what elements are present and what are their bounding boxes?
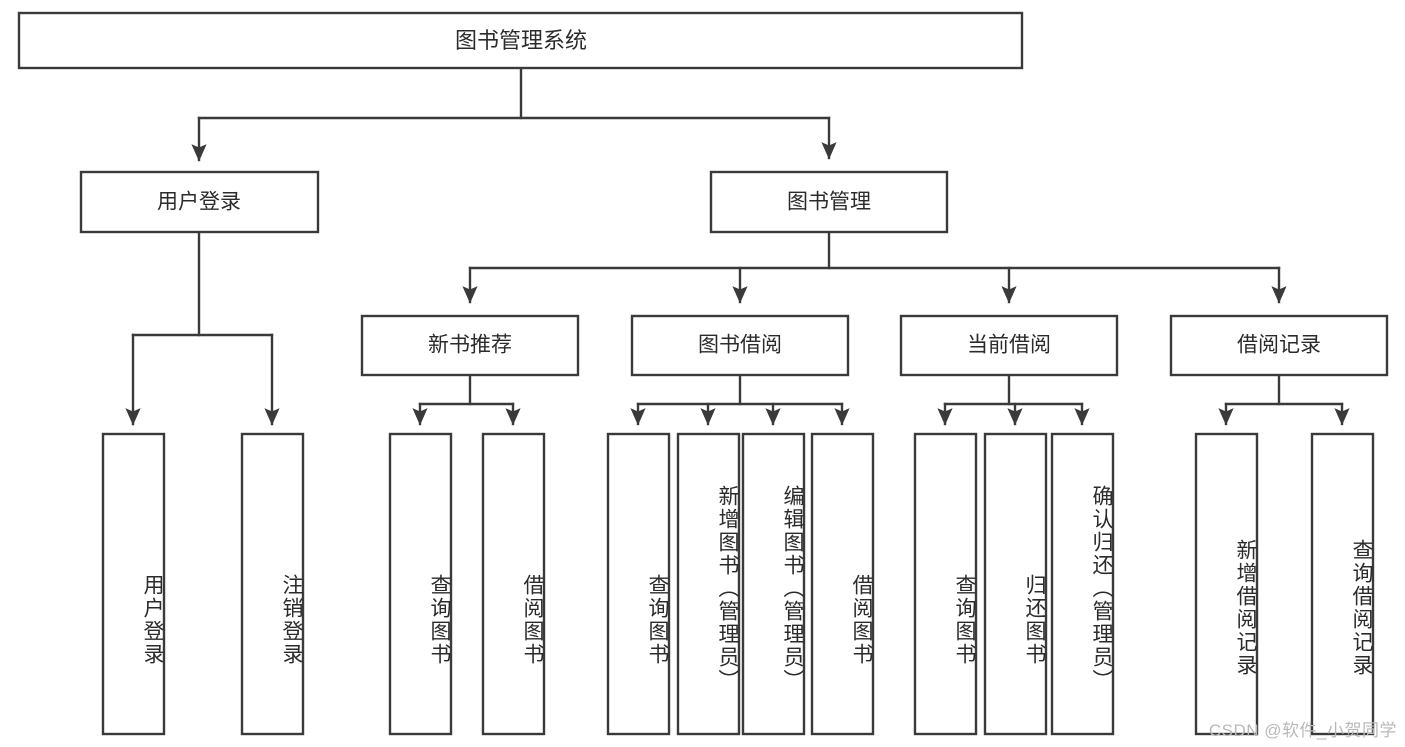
node-borrow-record-label: 借阅记录 bbox=[1237, 334, 1321, 357]
node-new-book-recommend-label: 新书推荐 bbox=[428, 334, 512, 357]
node-root-system[interactable]: 图书管理系统 bbox=[17, 11, 1024, 70]
leaf-box-current-borrow-1[interactable] bbox=[913, 432, 978, 736]
node-user-login[interactable]: 用户登录 bbox=[79, 170, 320, 234]
connector-borrow-record-to-leaves bbox=[1218, 373, 1350, 426]
connector-new-book-to-leaves bbox=[412, 373, 521, 426]
leaf-box-borrow-record-1[interactable] bbox=[1194, 432, 1259, 736]
connector-root-to-level2 bbox=[191, 66, 837, 162]
leaf-box-book-borrow-4[interactable] bbox=[810, 432, 875, 736]
leaf-box-current-borrow-2[interactable] bbox=[983, 432, 1048, 736]
csdn-watermark: CSDN @软件_小贺同学 bbox=[1208, 721, 1397, 740]
leaf-box-new-book-1[interactable] bbox=[388, 432, 453, 736]
node-borrow-record[interactable]: 借阅记录 bbox=[1169, 314, 1389, 377]
leaf-box-new-book-2[interactable] bbox=[481, 432, 546, 736]
node-book-manage[interactable]: 图书管理 bbox=[709, 170, 949, 234]
connector-book-manage-to-level3 bbox=[462, 230, 1287, 304]
node-current-borrow-label: 当前借阅 bbox=[967, 334, 1051, 357]
node-book-borrow[interactable]: 图书借阅 bbox=[630, 314, 850, 377]
connector-book-borrow-to-leaves bbox=[630, 373, 850, 426]
node-current-borrow[interactable]: 当前借阅 bbox=[899, 314, 1119, 377]
leaf-box-user-login-2[interactable] bbox=[240, 432, 305, 736]
node-new-book-recommend[interactable]: 新书推荐 bbox=[360, 314, 580, 377]
node-book-manage-label: 图书管理 bbox=[787, 191, 871, 214]
leaf-box-book-borrow-3[interactable] bbox=[741, 432, 806, 736]
node-root-label: 图书管理系统 bbox=[455, 28, 587, 53]
leaf-box-current-borrow-3[interactable] bbox=[1050, 432, 1115, 736]
connector-user-login-to-leaves bbox=[125, 230, 280, 426]
leaf-box-borrow-record-2[interactable] bbox=[1310, 432, 1375, 736]
node-user-login-label: 用户登录 bbox=[157, 191, 241, 214]
connector-current-borrow-to-leaves bbox=[937, 373, 1090, 426]
leaf-box-user-login-1[interactable] bbox=[101, 432, 166, 736]
leaf-box-book-borrow-2[interactable] bbox=[676, 432, 741, 736]
node-book-borrow-label: 图书借阅 bbox=[698, 334, 782, 357]
leaf-box-book-borrow-1[interactable] bbox=[606, 432, 671, 736]
